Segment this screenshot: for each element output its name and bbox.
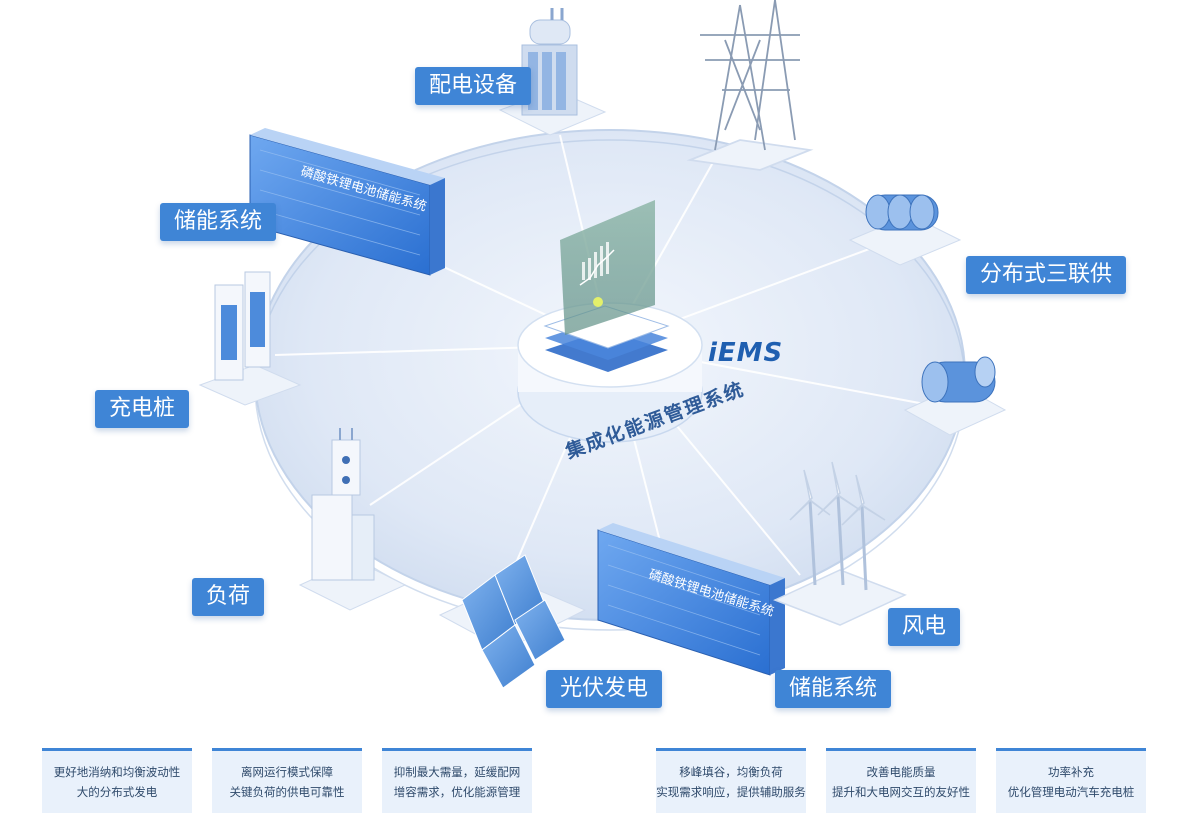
- label-storage-system-left: 储能系统: [160, 203, 277, 241]
- label-load: 负荷: [192, 578, 265, 616]
- chp-unit-icon: [848, 194, 962, 266]
- card-line: 大的分布式发电: [76, 785, 158, 799]
- card-line: 更好地消纳和均衡波动性: [53, 765, 181, 779]
- card-line: 改善电能质量: [866, 765, 936, 779]
- benefit-card: 更好地消纳和均衡波动性 大的分布式发电: [42, 748, 192, 813]
- load-building-icon: [298, 428, 407, 611]
- charging-pile-icon: [198, 271, 302, 406]
- card-line: 抑制最大需量，延缓配网: [393, 765, 521, 779]
- label-wind: 风电: [888, 608, 961, 646]
- label-storage-system-bottom: 储能系统: [775, 670, 892, 708]
- battery-storage-left-icon: [249, 128, 445, 276]
- label-pv: 光伏发电: [546, 670, 663, 708]
- benefit-card: 抑制最大需量，延缓配网 增容需求，优化能源管理: [382, 748, 532, 813]
- transformer-icon: [498, 8, 607, 136]
- center-pedestal: [517, 200, 703, 443]
- card-line: 移峰填谷，均衡负荷: [679, 765, 783, 779]
- benefit-card: 离网运行模式保障 关键负荷的供电可靠性: [212, 748, 362, 813]
- iems-title: iEMS: [708, 338, 784, 368]
- card-line: 实现需求响应，提供辅助服务: [656, 785, 806, 799]
- power-tower-icon: [686, 0, 814, 171]
- card-line: 功率补充: [1048, 765, 1094, 779]
- wind-turbine-icon: [773, 461, 907, 626]
- label-charging-pile: 充电桩: [95, 390, 190, 428]
- solar-panel-icon: [438, 554, 587, 689]
- card-line: 关键负荷的供电可靠性: [229, 785, 345, 799]
- card-line: 优化管理电动汽车充电桩: [1007, 785, 1135, 799]
- chp-tank-icon: [903, 356, 1007, 436]
- benefit-card: 改善电能质量 提升和大电网交互的友好性: [826, 748, 976, 813]
- card-line: 提升和大电网交互的友好性: [832, 785, 970, 799]
- label-chp: 分布式三联供: [966, 256, 1127, 294]
- benefit-card: 功率补充 优化管理电动汽车充电桩: [996, 748, 1146, 813]
- card-line: 离网运行模式保障: [241, 765, 333, 779]
- card-line: 增容需求，优化能源管理: [393, 785, 521, 799]
- benefit-card: 移峰填谷，均衡负荷 实现需求响应，提供辅助服务: [656, 748, 806, 813]
- label-distribution-equipment: 配电设备: [415, 67, 532, 105]
